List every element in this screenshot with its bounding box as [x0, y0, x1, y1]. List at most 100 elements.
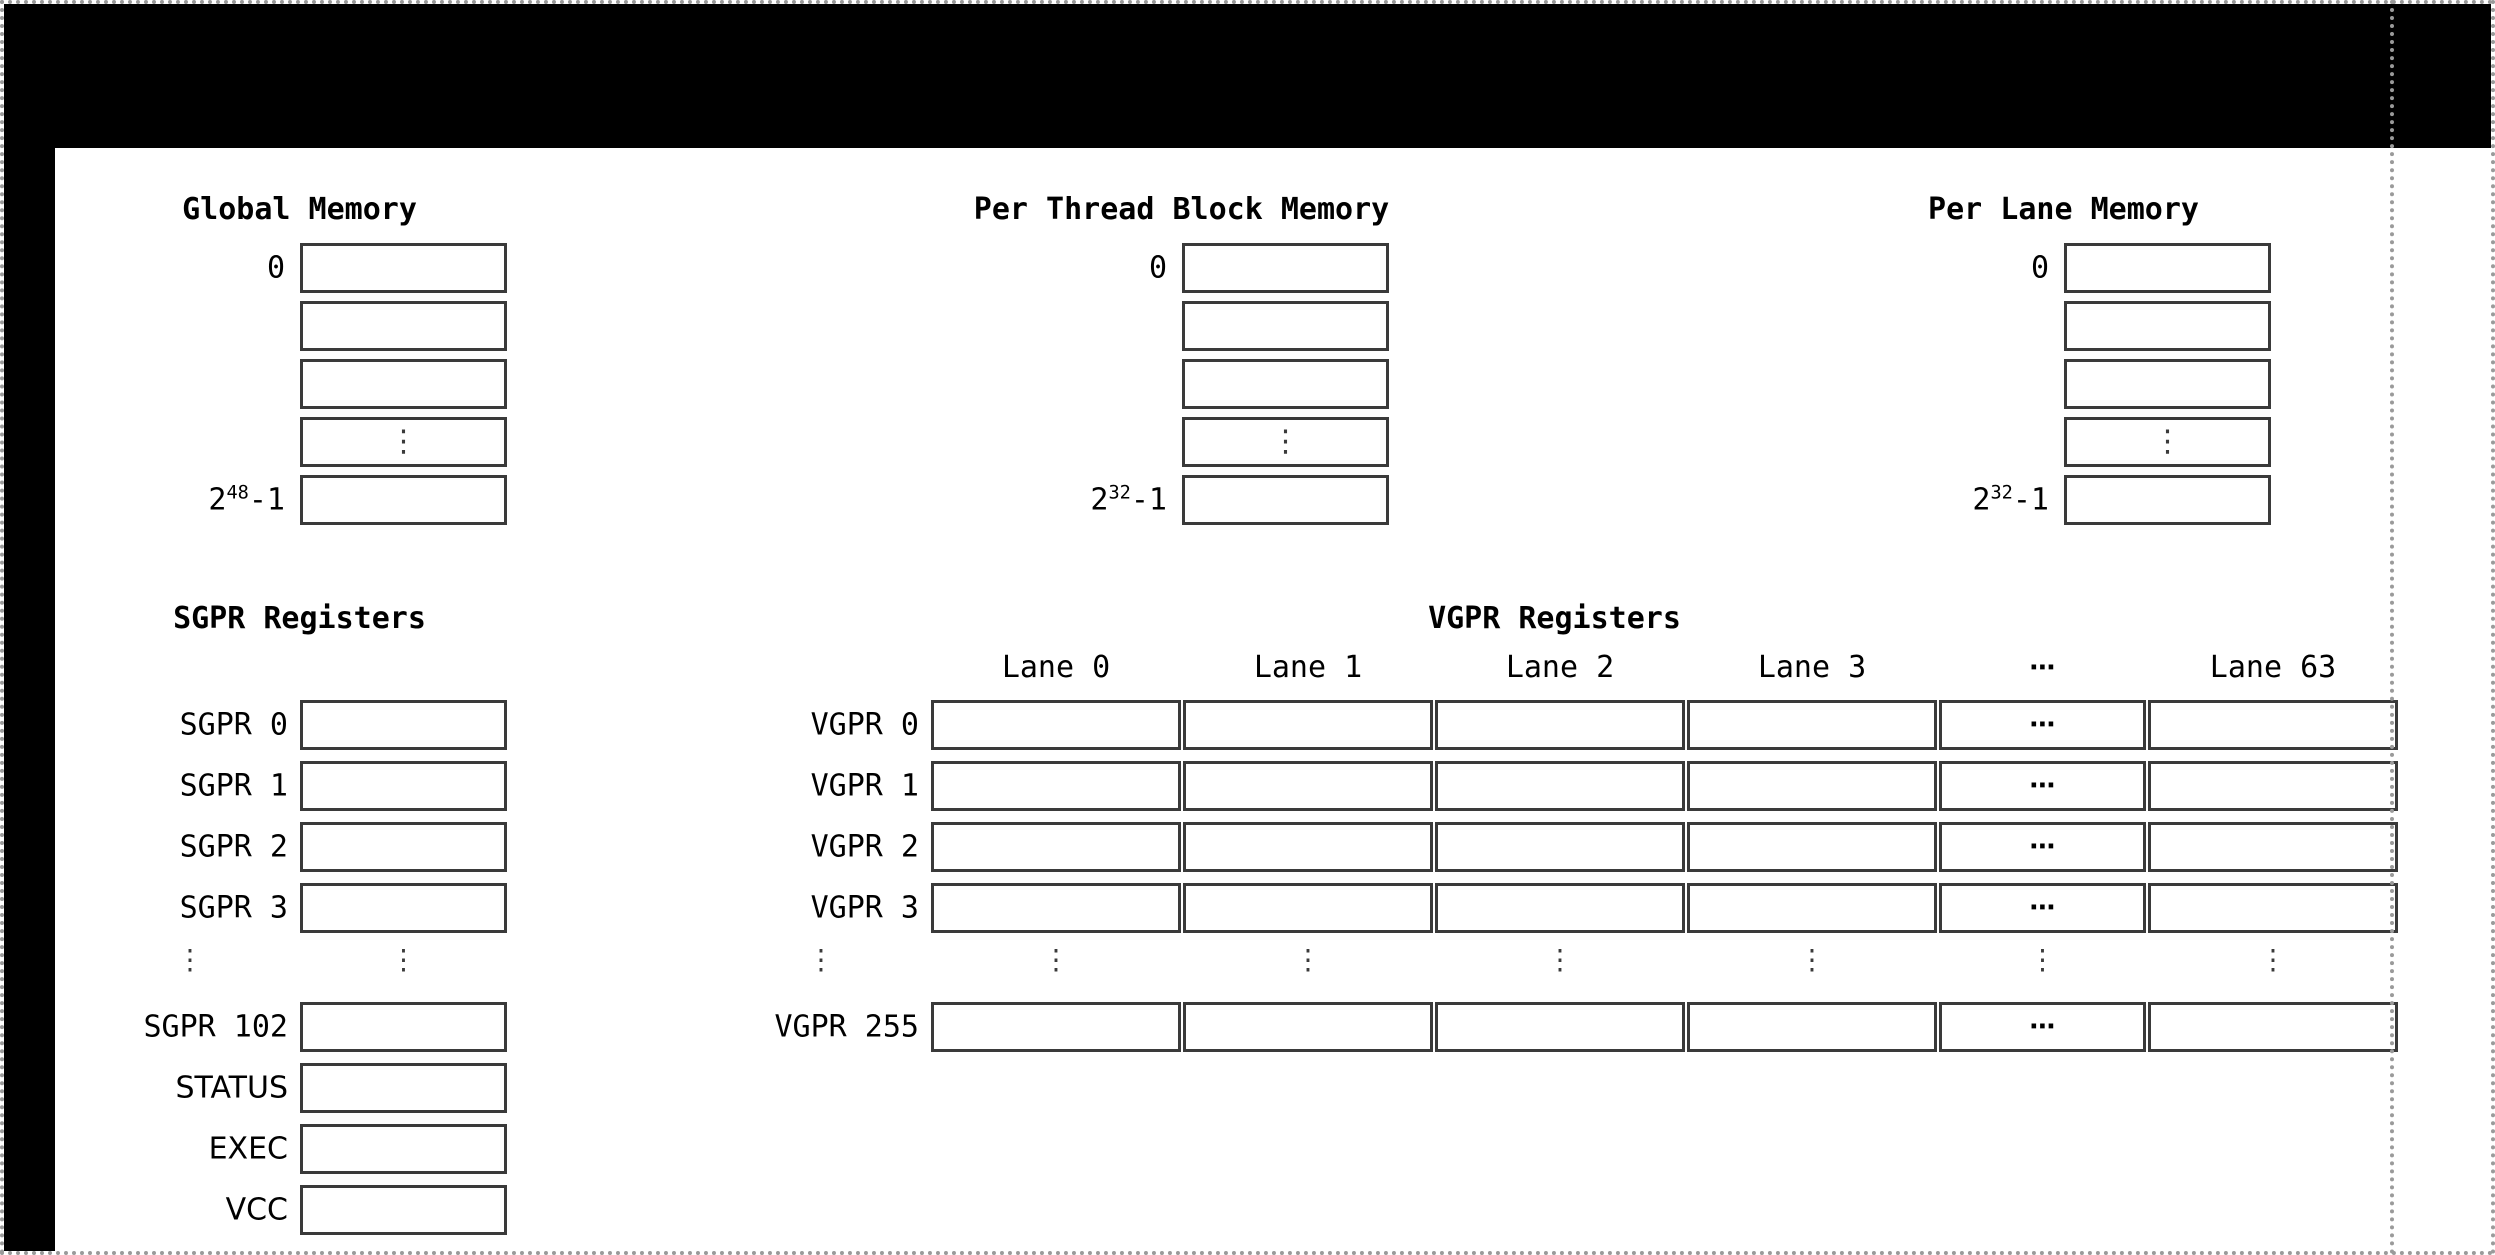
sgpr-cell	[300, 1124, 507, 1174]
sgpr-cell	[300, 761, 507, 811]
right-dotted-divider	[2390, 0, 2394, 1255]
vgpr-cell	[931, 1002, 1181, 1052]
vgpr-row-label: VGPR 255	[774, 1009, 920, 1045]
vgpr-cell-ellipsis-glyph-icon: ⋯	[2029, 710, 2056, 740]
vgpr-cell	[1183, 1002, 1433, 1052]
vgpr-cell	[1687, 1002, 1937, 1052]
letterbox-top-band	[4, 4, 2491, 148]
vgpr-cell	[1687, 761, 1937, 811]
memory-last-address-exponent: 32	[1990, 482, 2013, 504]
memory-last-address-label: 248-1	[105, 483, 285, 518]
vgpr-cell-ellipsis-glyph-icon: ⋯	[2029, 1012, 2056, 1042]
sgpr-row-label: SGPR 0	[179, 707, 288, 743]
memory-cell	[1182, 359, 1389, 409]
memory-last-address-base: 2	[1972, 482, 1991, 518]
section-title-sgpr-registers: SGPR Registers	[173, 601, 426, 636]
vgpr-cell-ellipsis-glyph-icon: ⋯	[2029, 771, 2056, 801]
vgpr-column-header: Lane 2	[1505, 650, 1615, 685]
vgpr-cell	[2148, 822, 2398, 872]
sgpr-row-label: SGPR 2	[179, 829, 288, 865]
vgpr-cell-ellipsis-icon: ⋮	[2259, 943, 2287, 976]
memory-last-address-label: 232-1	[987, 483, 1167, 518]
sgpr-cell	[300, 700, 507, 750]
memory-last-address-exponent: 32	[1108, 482, 1131, 504]
sgpr-cell	[300, 883, 507, 933]
vgpr-column-ellipsis-header-icon: ⋯	[2029, 653, 2056, 683]
memory-cell	[1182, 417, 1389, 467]
memory-cell-ellipsis-icon: ⋮	[2152, 424, 2183, 459]
vgpr-row-label: VGPR 2	[810, 829, 919, 865]
vgpr-cell-ellipsis-glyph-icon: ⋯	[2029, 832, 2056, 862]
memory-cell	[300, 359, 507, 409]
memory-last-address-base: 2	[1090, 482, 1109, 518]
sgpr-row-label: STATUS	[175, 1070, 288, 1106]
memory-last-address-base: 2	[208, 482, 227, 518]
sgpr-row-label: SGPR 1	[179, 768, 288, 804]
vgpr-cell	[1687, 822, 1937, 872]
memory-cell	[2064, 359, 2271, 409]
vgpr-cell	[1687, 700, 1937, 750]
memory-first-address-label: 0	[1148, 250, 1167, 286]
vgpr-cell	[1435, 700, 1685, 750]
vgpr-column-header: Lane 63	[2209, 650, 2337, 685]
vgpr-cell	[1435, 1002, 1685, 1052]
memory-cell	[2064, 243, 2271, 293]
memory-cell	[300, 243, 507, 293]
vgpr-row-label: VGPR 3	[810, 890, 919, 926]
vgpr-cell-ellipsis-icon: ⋮	[1546, 943, 1574, 976]
vgpr-cell-ellipsis-glyph-icon: ⋯	[2029, 893, 2056, 923]
memory-last-address-tail: -1	[2012, 482, 2049, 518]
vgpr-cell	[2148, 761, 2398, 811]
memory-cell	[300, 417, 507, 467]
vgpr-cell	[1183, 822, 1433, 872]
sgpr-cell	[300, 1063, 507, 1113]
vgpr-column-header: Lane 1	[1253, 650, 1363, 685]
vgpr-cell	[2148, 1002, 2398, 1052]
memory-cell	[2064, 301, 2271, 351]
sgpr-row-label: EXEC	[208, 1131, 288, 1167]
vgpr-cell	[1435, 822, 1685, 872]
memory-cell	[300, 301, 507, 351]
vgpr-column-header: Lane 0	[1001, 650, 1111, 685]
memory-first-address-label: 0	[266, 250, 285, 286]
vgpr-cell	[931, 822, 1181, 872]
vgpr-row-label: VGPR 0	[810, 707, 919, 743]
vgpr-cell	[1183, 761, 1433, 811]
vgpr-cell	[1687, 883, 1937, 933]
memory-cell-ellipsis-icon: ⋮	[388, 424, 419, 459]
vgpr-row-ellipsis-icon: ⋮	[807, 943, 835, 976]
memory-last-address-tail: -1	[248, 482, 285, 518]
vgpr-cell	[1435, 761, 1685, 811]
sgpr-row-label: VCC	[225, 1192, 288, 1228]
sgpr-column-ellipsis-icon: ⋮	[389, 943, 418, 976]
vgpr-row-label: VGPR 1	[810, 768, 919, 804]
section-title-per-lane-memory: Per Lane Memory	[1928, 192, 2199, 227]
memory-cell	[1182, 243, 1389, 293]
section-title-vgpr-registers: VGPR Registers	[1428, 601, 1681, 636]
vgpr-cell	[931, 883, 1181, 933]
vgpr-cell	[2148, 700, 2398, 750]
vgpr-cell-ellipsis-icon: ⋮	[1042, 943, 1070, 976]
vgpr-column-header: Lane 3	[1757, 650, 1867, 685]
sgpr-row-label: SGPR 102	[143, 1009, 289, 1045]
vgpr-cell	[1939, 883, 2146, 933]
sgpr-cell	[300, 822, 507, 872]
vgpr-cell	[1183, 883, 1433, 933]
memory-last-address-label: 232-1	[1869, 483, 2049, 518]
section-title-global-memory: Global Memory	[182, 192, 417, 227]
vgpr-cell	[2148, 883, 2398, 933]
memory-last-address-tail: -1	[1130, 482, 1167, 518]
vgpr-cell	[1939, 700, 2146, 750]
memory-cell-ellipsis-icon: ⋮	[1270, 424, 1301, 459]
vgpr-cell	[931, 761, 1181, 811]
memory-cell	[2064, 475, 2271, 525]
vgpr-cell	[1939, 822, 2146, 872]
vgpr-cell	[1939, 761, 2146, 811]
vgpr-cell	[1183, 700, 1433, 750]
vgpr-cell	[1939, 1002, 2146, 1052]
sgpr-row-ellipsis-icon: ⋮	[176, 943, 204, 976]
section-title-per-thread-block-memory: Per Thread Block Memory	[973, 192, 1390, 227]
memory-first-address-label: 0	[2030, 250, 2049, 286]
